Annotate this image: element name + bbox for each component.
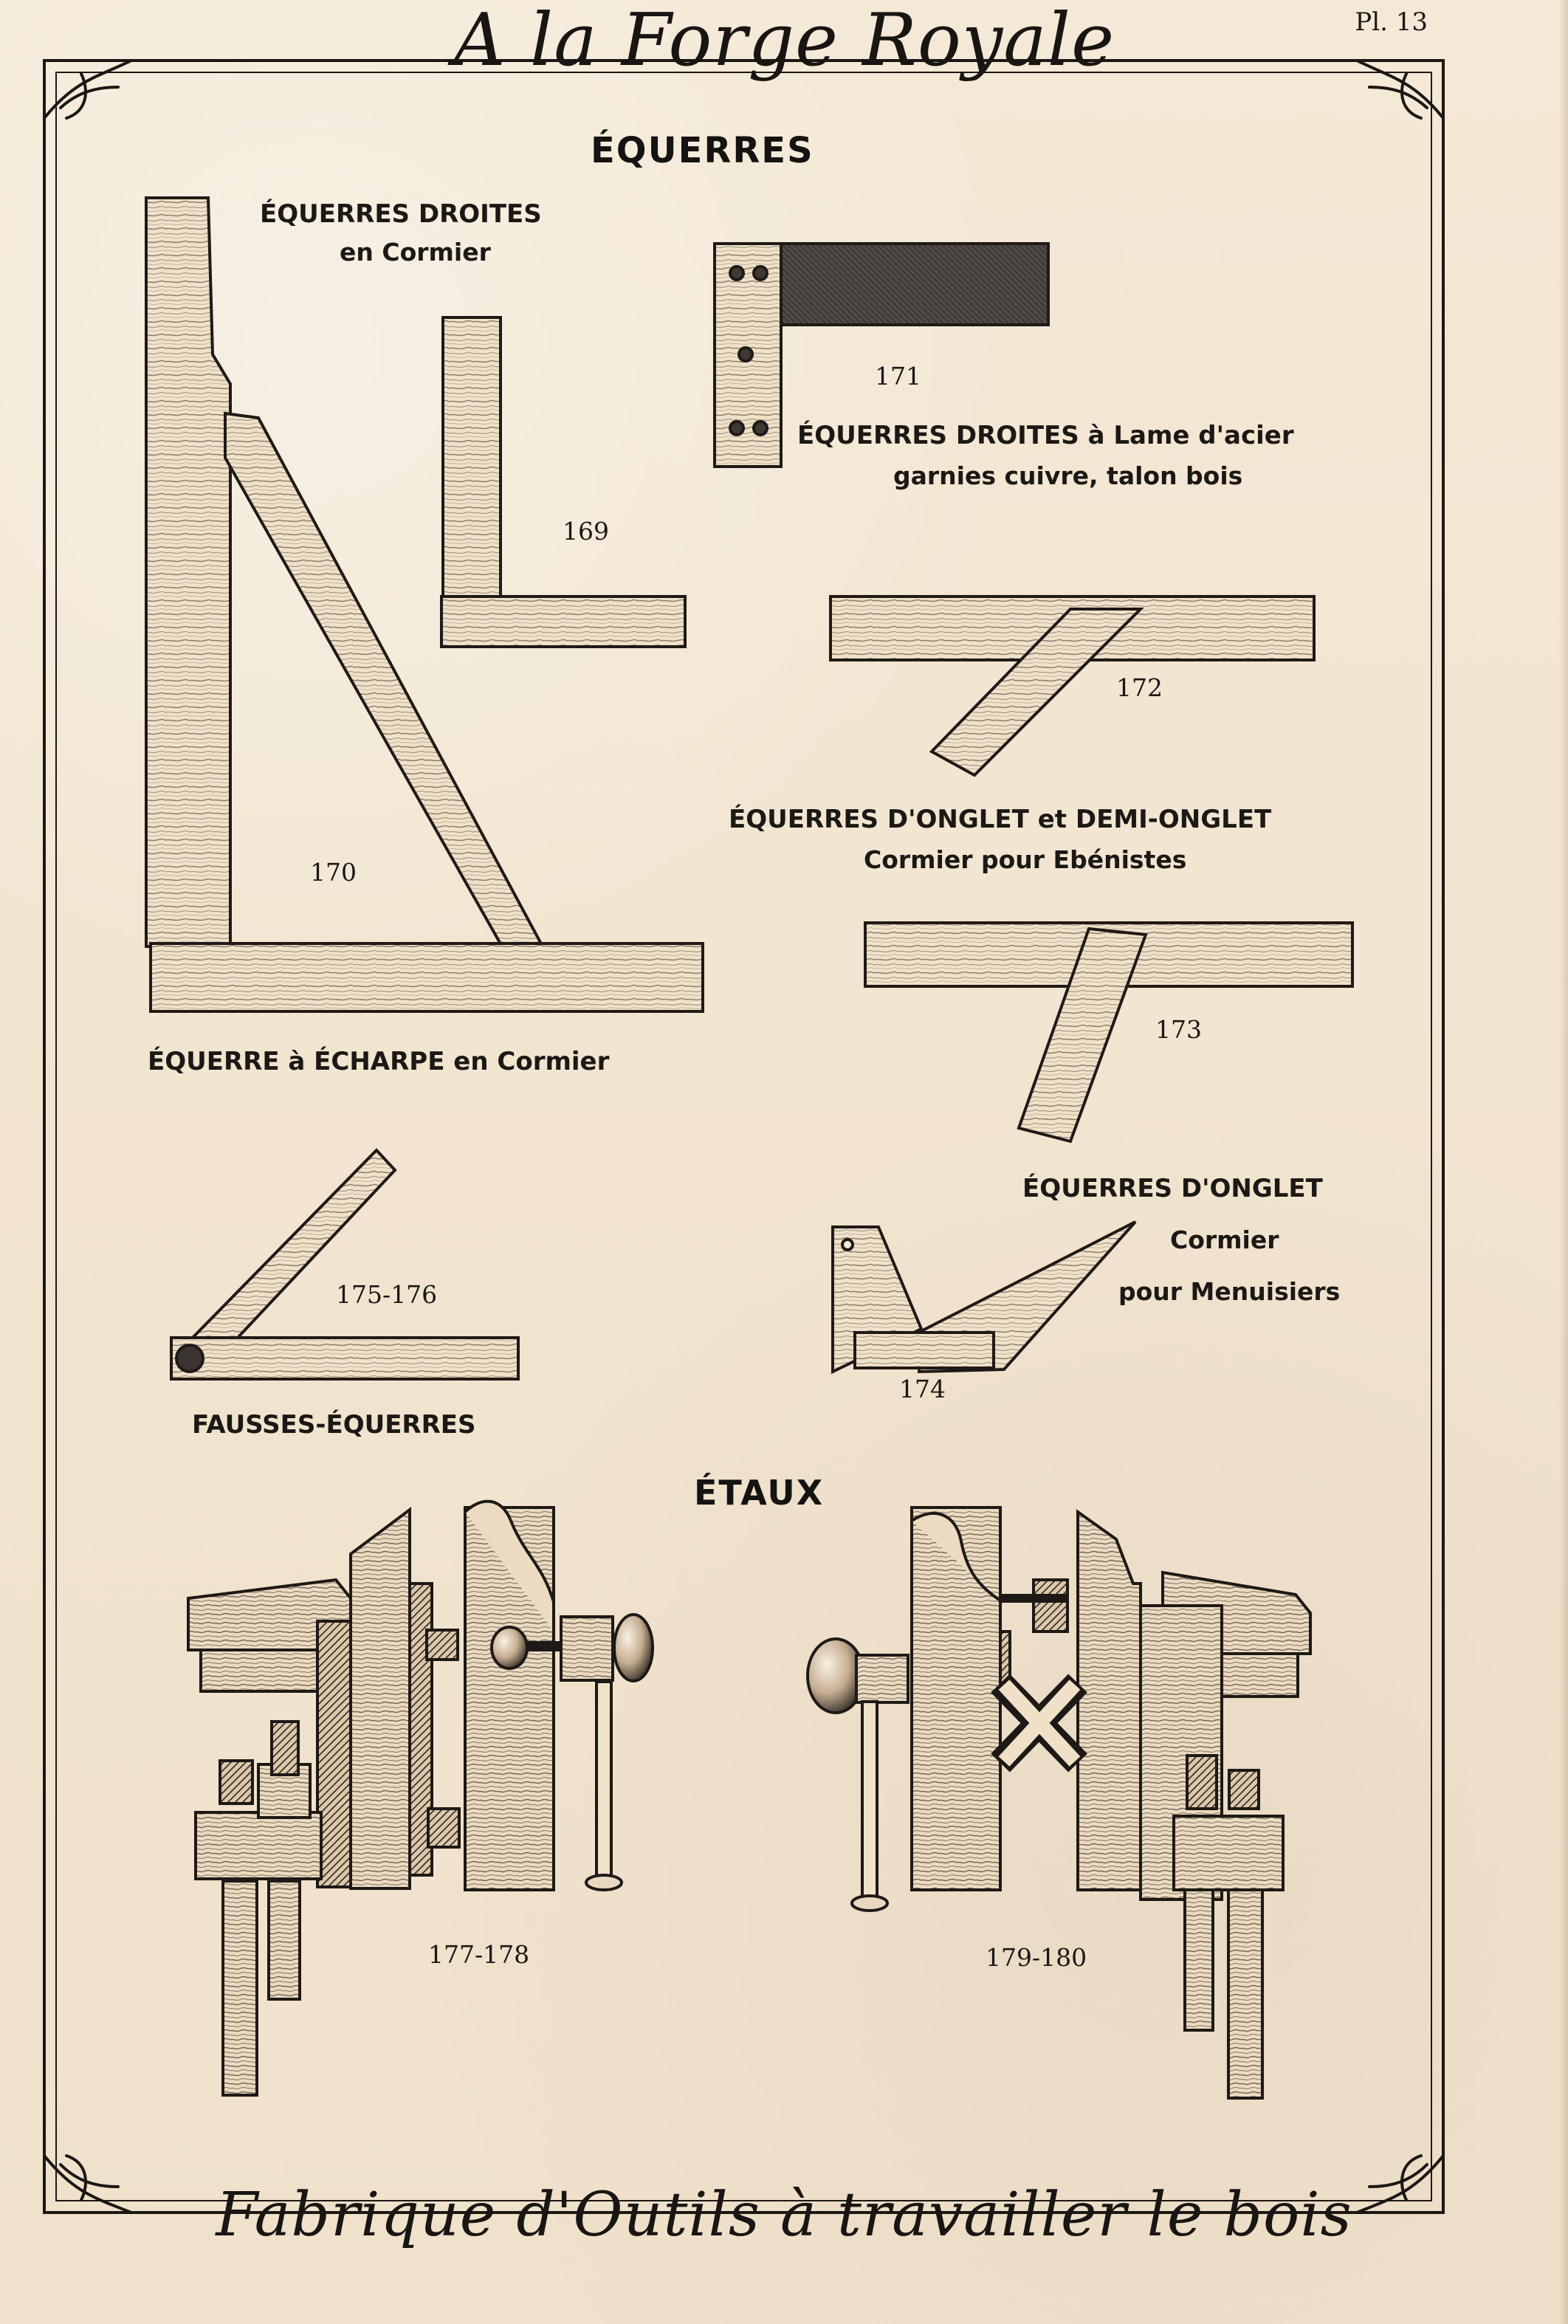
section-title-equerres: ÉQUERRES — [591, 130, 814, 171]
label-equerres-droites-lame-sub: garnies cuivre, talon bois — [893, 461, 1243, 490]
label-equerres-onglet-demi-sub: Cormier pour Ebénistes — [864, 845, 1187, 874]
plate-number: Pl. 13 — [1355, 7, 1428, 37]
item-number-169: 169 — [563, 517, 609, 546]
item-number-177-178: 177-178 — [428, 1940, 530, 1969]
section-title-etaux: ÉTAUX — [694, 1473, 825, 1513]
item-number-173: 173 — [1155, 1015, 1202, 1044]
label-equerres-onglet-sub2: pour Menuisiers — [1118, 1277, 1341, 1306]
header-script-title: A la Forge Royale — [453, 0, 1115, 83]
item-number-174: 174 — [899, 1375, 946, 1403]
label-equerres-onglet-demi: ÉQUERRES D'ONGLET et DEMI-ONGLET — [729, 805, 1272, 834]
footer-script-text: Fabrique d'Outils à travailler le bois — [216, 2180, 1352, 2250]
label-equerre-echarpe: ÉQUERRE à ÉCHARPE en Cormier — [148, 1047, 610, 1076]
label-equerres-droites: ÉQUERRES DROITES — [260, 199, 542, 229]
item-number-172: 172 — [1116, 673, 1163, 702]
label-equerres-onglet-sub1: Cormier — [1170, 1225, 1279, 1254]
item-number-171: 171 — [875, 362, 921, 391]
label-equerres-droites-sub: en Cormier — [340, 238, 491, 267]
item-number-179-180: 179-180 — [986, 1943, 1087, 1972]
label-equerres-onglet: ÉQUERRES D'ONGLET — [1022, 1174, 1323, 1203]
item-number-170: 170 — [310, 858, 357, 887]
label-equerres-droites-lame: ÉQUERRES DROITES à Lame d'acier — [797, 421, 1294, 450]
item-number-175-176: 175-176 — [336, 1280, 438, 1309]
label-fausses-equerres: FAUSSES-ÉQUERRES — [192, 1410, 476, 1440]
